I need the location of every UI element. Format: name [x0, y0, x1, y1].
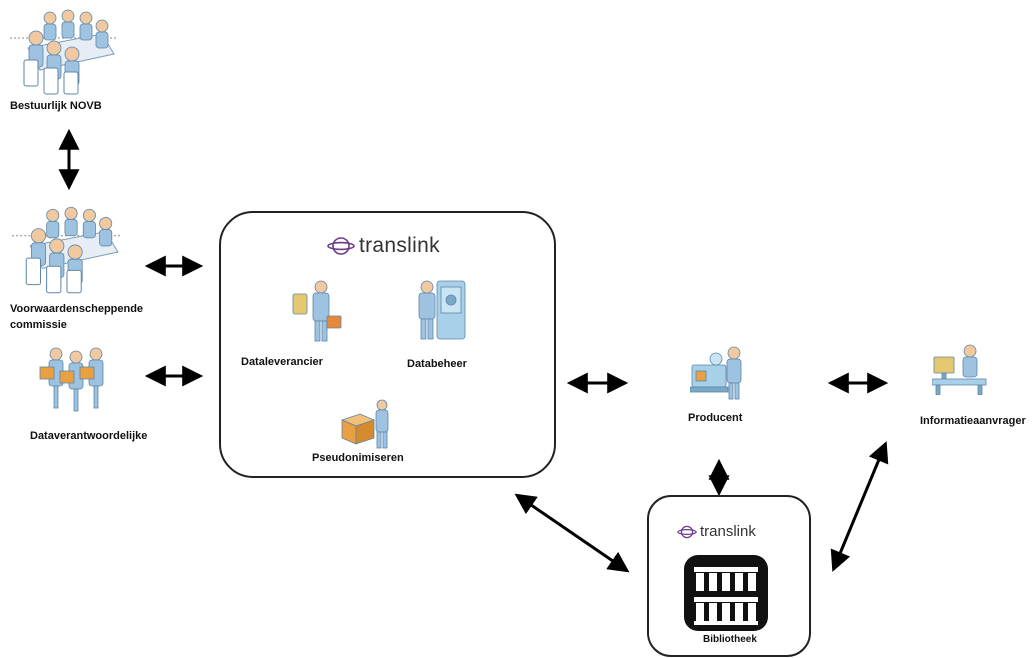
person-at-desk-icon — [932, 344, 987, 395]
translink-main-box — [219, 211, 556, 478]
dataleverancier-label: Dataleverancier — [241, 356, 323, 368]
informatieaanvrager-label: Informatieaanvrager — [920, 415, 1026, 427]
person-with-box-icon — [340, 399, 389, 449]
bookshelf-icon — [684, 555, 768, 631]
translink-main-text: translink — [359, 234, 440, 257]
translink-small-brand: translink — [677, 523, 756, 540]
translink-logo-icon — [327, 237, 355, 255]
people-with-boxes-icon — [39, 347, 104, 412]
producent-label: Producent — [688, 412, 743, 424]
person-with-briefcase-icon — [292, 280, 342, 342]
bibliotheek-label: Bibliotheek — [703, 634, 757, 645]
arrow-translink-bibliotheek — [514, 493, 630, 573]
dataverantwoordelijke-label: Dataverantwoordelijke — [30, 430, 148, 442]
bestuurlijk-label: Bestuurlijk NOVB — [10, 100, 102, 112]
arrow-bibliotheek-informatieaanvrager — [830, 441, 889, 572]
databeheer-label: Databeheer — [407, 358, 467, 370]
person-at-safe-icon — [418, 280, 466, 340]
person-at-machine-icon — [690, 346, 742, 400]
meeting-group-icon — [10, 9, 118, 95]
translink-logo-small-icon — [677, 525, 697, 538]
pseudonimiseren-label: Pseudonimiseren — [312, 452, 404, 464]
commissie-label-line2: commissie — [10, 319, 67, 331]
translink-small-text: translink — [700, 523, 756, 540]
meeting-group-icon — [12, 206, 122, 294]
commissie-label-line1: Voorwaardenscheppende — [10, 303, 144, 315]
translink-main-brand: translink — [327, 234, 440, 258]
